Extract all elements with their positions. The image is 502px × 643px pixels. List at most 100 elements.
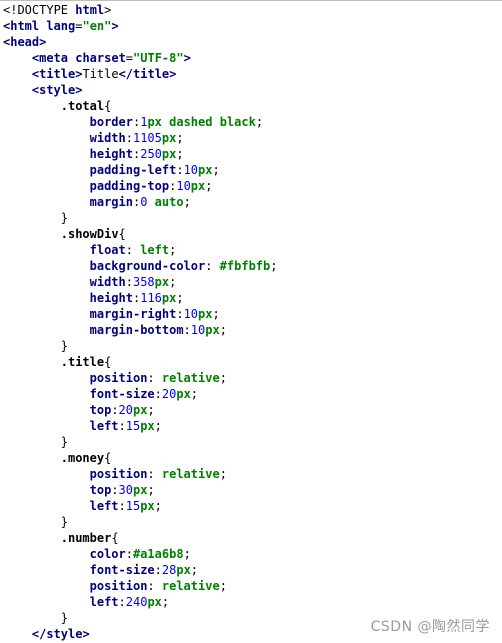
html-tag-close: >	[111, 19, 119, 33]
css-declaration: top:20px;	[0, 402, 502, 418]
css-unit: px	[176, 563, 191, 577]
css-rule-close: }	[0, 434, 502, 450]
css-unit: px	[161, 147, 177, 161]
css-number: 240	[125, 595, 148, 609]
css-colon: :	[125, 243, 133, 257]
css-brace-open: {	[104, 451, 112, 465]
title-open-tag: <title>	[31, 67, 83, 81]
css-semicolon: ;	[205, 179, 213, 193]
css-colon: :	[147, 371, 155, 385]
css-unit: px	[133, 483, 148, 497]
css-declaration: width:358px;	[0, 274, 502, 290]
css-semicolon: ;	[255, 115, 264, 129]
css-semicolon: ;	[212, 163, 220, 177]
html-attr-value: "en"	[82, 19, 112, 33]
css-declaration: padding-top:10px;	[0, 178, 502, 194]
css-semicolon: ;	[169, 243, 177, 257]
head-tag: <head>	[3, 35, 47, 49]
css-value: #fbfbfb	[212, 259, 271, 273]
css-number: 15	[125, 499, 141, 513]
css-rule-selector: .title{	[0, 354, 502, 370]
css-colon: :	[132, 195, 141, 209]
css-property: top	[89, 483, 112, 497]
css-brace-close: }	[60, 611, 68, 625]
css-unit: px	[176, 387, 191, 401]
css-brace-open: {	[111, 531, 119, 545]
css-brace-close: }	[60, 435, 68, 449]
css-declaration: background-color: #fbfbfb;	[0, 258, 502, 274]
css-declaration: height:250px;	[0, 146, 502, 162]
css-semicolon: ;	[212, 307, 220, 321]
css-declaration: float: left;	[0, 242, 502, 258]
css-unit: px	[198, 307, 213, 321]
css-semicolon: ;	[190, 563, 199, 577]
css-rule-selector: .number{	[0, 530, 502, 546]
css-rule-selector: .showDiv{	[0, 226, 502, 242]
css-property: width	[89, 131, 126, 145]
doctype-keyword: html	[75, 3, 105, 17]
css-selector: .total	[60, 99, 105, 113]
css-semicolon: ;	[176, 291, 184, 305]
css-rule-close: }	[0, 210, 502, 226]
css-property: border	[89, 115, 133, 129]
css-rule-close: }	[0, 338, 502, 354]
css-brace-close: }	[60, 515, 68, 529]
css-colon: :	[169, 179, 177, 193]
css-value: left	[132, 243, 170, 257]
css-colon: :	[111, 483, 119, 497]
css-unit: px	[140, 499, 155, 513]
css-property: width	[89, 275, 126, 289]
css-declaration: font-size:20px;	[0, 386, 502, 402]
css-property: color	[89, 547, 126, 561]
css-semicolon: ;	[176, 131, 184, 145]
css-unit: px	[198, 163, 213, 177]
css-rule-selector: .money{	[0, 450, 502, 466]
css-declaration: padding-left:10px;	[0, 162, 502, 178]
html-eq: =	[75, 19, 83, 33]
css-semicolon: ;	[219, 579, 227, 593]
css-value: dashed black	[161, 115, 256, 129]
css-rule-selector: .total{	[0, 98, 502, 114]
css-number: 250	[140, 147, 162, 161]
css-semicolon: ;	[219, 467, 227, 481]
doctype-close: >	[104, 3, 112, 17]
css-colon: :	[111, 403, 119, 417]
css-property: font-size	[89, 563, 155, 577]
css-number: 116	[140, 291, 162, 305]
css-semicolon: ;	[219, 371, 227, 385]
code-line-head: <head>	[0, 34, 502, 50]
css-semicolon: ;	[161, 595, 170, 609]
css-number: 10	[190, 323, 206, 337]
css-unit: px	[133, 403, 148, 417]
meta-tag-close: >	[183, 51, 191, 65]
css-semicolon: ;	[154, 499, 162, 513]
meta-attr: charset	[68, 51, 126, 65]
css-colon: :	[154, 387, 162, 401]
code-line-style-close: </style>	[0, 626, 502, 642]
meta-tag: <meta	[31, 51, 68, 65]
code-line-doctype: <!DOCTYPE html>	[0, 2, 502, 18]
css-colon: :	[176, 163, 184, 177]
css-declaration: left:240px;	[0, 594, 502, 610]
css-brace-open: {	[118, 227, 126, 241]
css-number: 1105	[132, 131, 162, 145]
css-number: 15	[125, 419, 141, 433]
css-declaration: height:116px;	[0, 290, 502, 306]
css-unit: px	[140, 419, 155, 433]
title-text: Title	[82, 67, 119, 81]
css-semicolon: ;	[176, 147, 184, 161]
css-value: auto	[147, 195, 184, 209]
css-declaration: left:15px;	[0, 418, 502, 434]
css-colon: :	[118, 499, 126, 513]
css-declaration: color:#a1a6b8;	[0, 546, 502, 562]
css-property: left	[89, 419, 119, 433]
css-declaration: left:15px;	[0, 498, 502, 514]
code-line-meta: <meta charset="UTF-8">	[0, 50, 502, 66]
css-semicolon: ;	[270, 259, 278, 273]
css-number: 1	[140, 115, 148, 129]
css-property: position	[89, 579, 148, 593]
html-attr: lang	[39, 19, 76, 33]
css-colon: :	[176, 307, 184, 321]
css-value: relative	[154, 467, 220, 481]
